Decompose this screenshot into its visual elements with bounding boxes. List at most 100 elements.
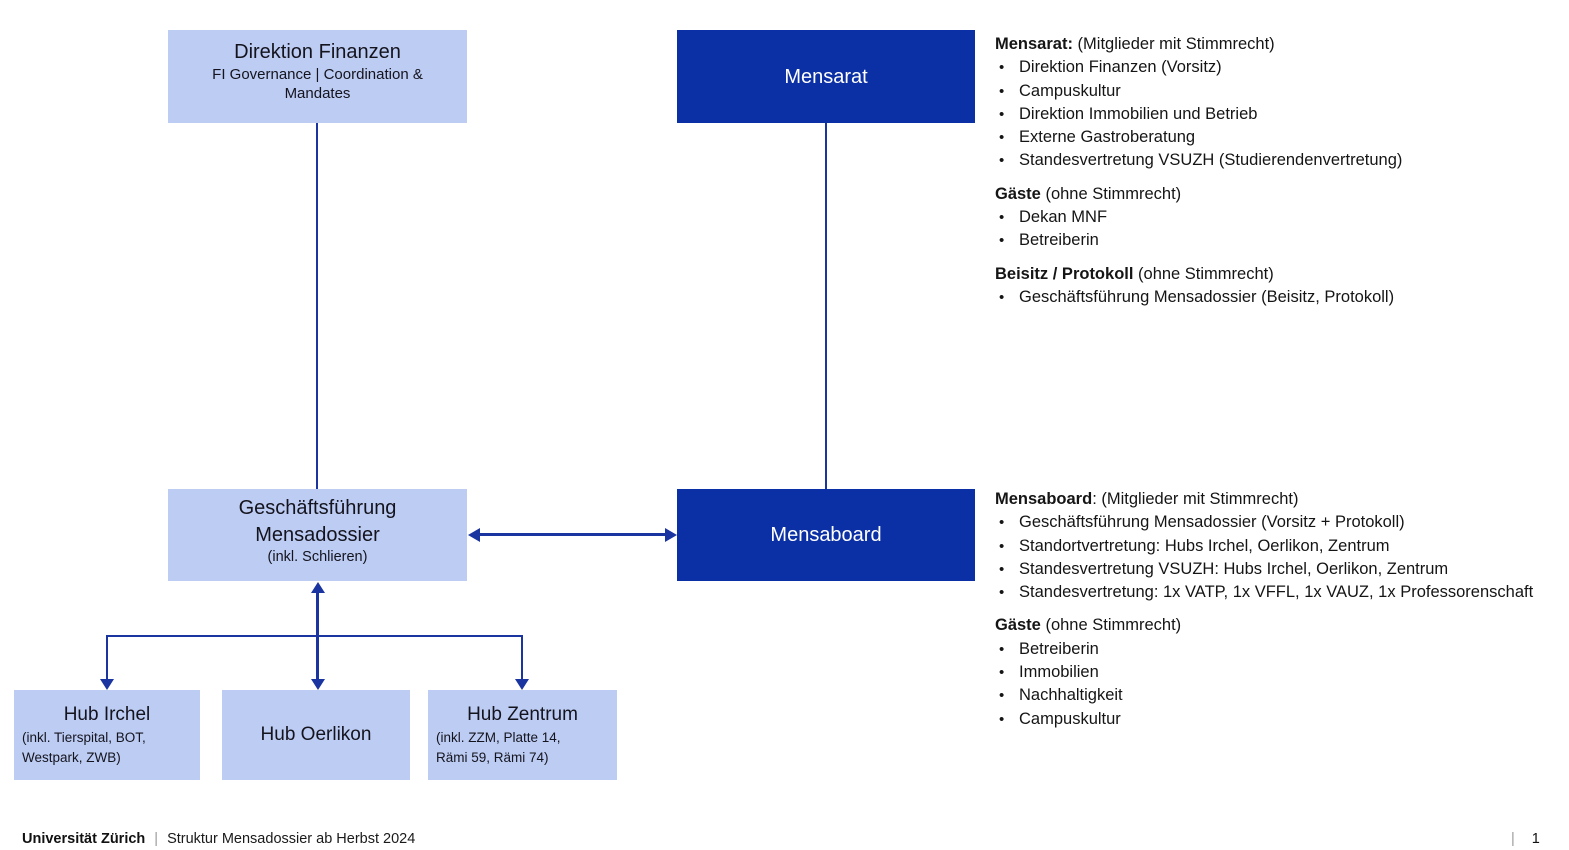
list-item: •Standesvertretung: 1x VATP, 1x VFFL, 1x… <box>995 581 1569 604</box>
bullet-icon: • <box>999 710 1005 728</box>
tree-horizontal-line <box>106 635 523 637</box>
list-item-text: Campuskultur <box>1019 709 1121 728</box>
section-mensaboard-gaeste: Gäste (ohne Stimmrecht) • Betreiberin • Im… <box>995 614 1569 730</box>
arrowhead-right-icon <box>665 528 677 542</box>
section-heading: Mensaboard: (Mitglieder mit Stimmrecht) <box>995 488 1569 511</box>
arrowhead-up-icon <box>310 582 325 593</box>
list-item: • Dekan MNF <box>995 206 1569 229</box>
box-subtitle: (inkl. Schlieren) <box>267 549 368 565</box>
list-item: • Geschäftsführung Mensadossier (Vorsitz … <box>995 511 1569 534</box>
bullet-icon: • <box>999 560 1005 578</box>
list-item-text: Standortvertretung: Hubs Irchel, Oerliko… <box>1019 536 1390 555</box>
tree-drop-to-hub-irchel <box>106 635 108 679</box>
section-heading: Beisitz / Protokoll (ohne Stimmrecht) <box>995 263 1569 286</box>
box-title: Mensarat <box>784 65 868 88</box>
heading-bold: Mensaboard <box>995 490 1093 508</box>
list-item-text: Immobilien <box>1019 663 1099 682</box>
bullet-icon: • <box>999 288 1005 306</box>
footer-page-number: 1 <box>1531 831 1540 847</box>
box-subtitle: (inkl. Tierspital, BOT, Westpark, ZWB) <box>22 730 146 765</box>
heading-bold: Mensarat: <box>995 35 1073 53</box>
heading-bold: Gäste <box>995 184 1041 203</box>
footer: Universität Zürich | Struktur Mensadossi… <box>22 831 415 847</box>
panel-mensaboard-members: Mensaboard: (Mitglieder mit Stimmrecht) … <box>995 488 1569 741</box>
bullet-icon: • <box>999 514 1005 532</box>
list-item-text: Campuskultur <box>1019 81 1121 100</box>
list-item-text: Standesvertretung VSUZH: Hubs Irchel, Oe… <box>1019 559 1449 578</box>
heading-rest: (ohne Stimmrecht) <box>1133 264 1274 283</box>
bullet-list: • Geschäftsführung Mensadossier (Beisitz,… <box>995 286 1569 309</box>
heading-bold: Beisitz / Protokoll <box>995 264 1134 283</box>
bullet-icon: • <box>999 209 1005 227</box>
bullet-icon: • <box>999 59 1005 77</box>
tree-drop-to-hub-zentrum <box>521 635 523 679</box>
heading-bold: Gäste <box>995 616 1041 635</box>
bullet-icon: • <box>999 584 1005 602</box>
box-hub-irchel: Hub Irchel (inkl. Tierspital, BOT, Westp… <box>14 690 200 780</box>
bullet-icon: • <box>999 232 1005 250</box>
box-title: Geschäftsführung Mensadossier <box>238 497 397 546</box>
section-heading: Gäste (ohne Stimmrecht) <box>995 183 1569 206</box>
list-item-text: Dekan MNF <box>1019 208 1108 227</box>
list-item: • Geschäftsführung Mensadossier (Beisitz,… <box>995 286 1569 309</box>
list-item-text: Standesvertretung VSUZH (Studierendenver… <box>1019 151 1403 170</box>
bullet-list: • Direktion Finanzen (Vorsitz) • Campuskul… <box>995 56 1569 172</box>
section-mensaboard-stimmrecht: Mensaboard: (Mitglieder mit Stimmrecht) … <box>995 488 1569 604</box>
section-mensarat-gaeste: Gäste (ohne Stimmrecht) • Dekan MNF • Betr… <box>995 183 1569 253</box>
bullet-icon: • <box>999 664 1005 682</box>
box-hub-oerlikon: Hub Oerlikon <box>222 690 410 780</box>
box-title: Direktion Finanzen <box>234 41 401 63</box>
box-mensarat: Mensarat <box>677 30 975 123</box>
arrowhead-down-icon <box>100 679 114 690</box>
heading-rest: (ohne Stimmrecht) <box>1040 184 1182 203</box>
section-heading: Gäste (ohne Stimmrecht) <box>995 614 1569 637</box>
connector-direktion-to-geschaeftsfuehrung <box>316 123 318 489</box>
list-item-text: Nachhaltigkeit <box>1019 686 1123 705</box>
list-item-text: Externe Gastroberatung <box>1019 128 1196 147</box>
panel-mensarat-members: Mensarat: (Mitglieder mit Stimmrecht) • D… <box>995 33 1569 319</box>
bullet-icon: • <box>999 640 1005 658</box>
bullet-icon: • <box>999 537 1005 555</box>
arrow-shaft <box>475 533 670 536</box>
footer-slide-title: Struktur Mensadossier ab Herbst 2024 <box>167 831 416 847</box>
footer-page-indicator: | 1 <box>1502 831 1540 847</box>
list-item-text: Direktion Finanzen (Vorsitz) <box>1019 58 1222 77</box>
box-title: Hub Irchel <box>63 704 151 725</box>
double-arrow-geschaeftsfuehrung-mensaboard <box>468 528 677 542</box>
bullet-list: • Dekan MNF • Betreiberin <box>995 206 1569 253</box>
list-item: • Direktion Finanzen (Vorsitz) <box>995 56 1569 79</box>
footer-divider: | <box>154 831 159 847</box>
list-item-text: Betreiberin <box>1019 231 1099 250</box>
bullet-icon: • <box>999 687 1005 705</box>
heading-rest: : (Mitglieder mit Stimmrecht) <box>1092 490 1299 508</box>
list-item: • Standesvertretung VSUZH: Hubs Irchel, O… <box>995 558 1569 581</box>
heading-rest: (ohne Stimmrecht) <box>1040 616 1182 635</box>
bullet-icon: • <box>999 105 1005 123</box>
footer-org-name: Universität Zürich <box>22 831 146 847</box>
list-item: • Standesvertretung VSUZH (Studierendenve… <box>995 149 1569 172</box>
list-item: • Betreiberin <box>995 229 1569 252</box>
footer-page-divider: | <box>1511 831 1515 847</box>
box-mensaboard: Mensaboard <box>677 489 975 581</box>
list-item: • Betreiberin <box>995 638 1569 661</box>
heading-rest: (Mitglieder mit Stimmrecht) <box>1072 35 1275 53</box>
box-subtitle: (inkl. ZZM, Platte 14, Rämi 59, Rämi 74) <box>436 730 561 765</box>
list-item-text: Geschäftsführung Mensadossier (Vorsitz +… <box>1019 513 1405 532</box>
list-item: • Nachhaltigkeit <box>995 684 1569 707</box>
box-geschaeftsfuehrung-mensadossier: Geschäftsführung Mensadossier (inkl. Sch… <box>168 489 467 581</box>
list-item: • Immobilien <box>995 661 1569 684</box>
list-item-text: Geschäftsführung Mensadossier (Beisitz, … <box>1019 287 1395 306</box>
list-item-text: Betreiberin <box>1019 639 1099 658</box>
bullet-icon: • <box>999 152 1005 170</box>
section-mensarat-stimmrecht: Mensarat: (Mitglieder mit Stimmrecht) • D… <box>995 33 1569 173</box>
list-item: •Externe Gastroberatung <box>995 126 1569 149</box>
section-mensarat-beisitz: Beisitz / Protokoll (ohne Stimmrecht) • G… <box>995 263 1569 310</box>
bullet-icon: • <box>999 82 1005 100</box>
list-item: • Campuskultur <box>995 80 1569 103</box>
box-title: Mensaboard <box>770 524 882 546</box>
box-direktion-finanzen: Direktion Finanzen FI Governance | Coord… <box>168 30 467 123</box>
connector-mensarat-to-mensaboard <box>825 123 827 489</box>
box-title: Hub Zentrum <box>467 704 578 725</box>
bullet-list: • Betreiberin • Immobilien • Nachhaltigkeit… <box>995 638 1569 731</box>
arrowhead-left-icon <box>468 528 480 542</box>
